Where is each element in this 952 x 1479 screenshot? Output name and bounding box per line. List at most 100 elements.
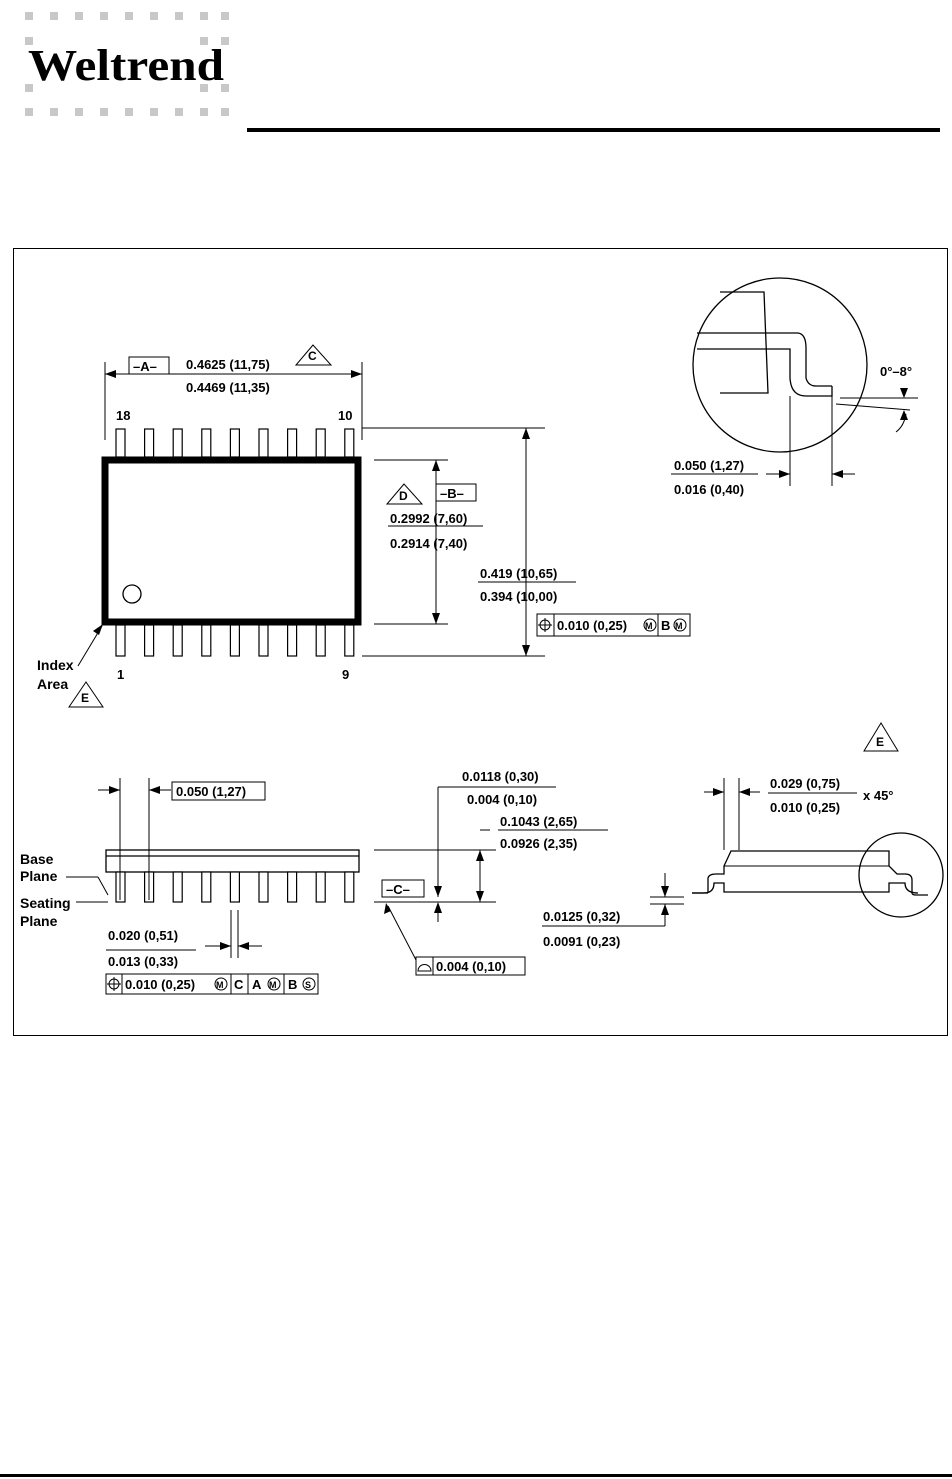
- lead-side: [201, 871, 212, 903]
- side-view: 0.050 (1,27) Base Plane Seating Plane 0.…: [20, 769, 608, 995]
- foot-length-max: 0.050 (1,27): [674, 458, 744, 473]
- datum-c-label: –C–: [386, 882, 410, 897]
- profile-symbol-icon: [417, 964, 432, 972]
- lead-pitch-box: [171, 781, 266, 801]
- position-tolerance-bottom-datum-c: C: [234, 977, 244, 992]
- side-lead-row: [115, 871, 355, 903]
- lead-thickness-min: 0.0091 (0,23): [543, 934, 620, 949]
- mmc-symbol-glyph: M: [675, 621, 683, 631]
- lead-bottom: [287, 624, 298, 657]
- note-e-label: E: [81, 691, 89, 705]
- arrow-down-icon: [522, 645, 530, 656]
- arrow-right-icon: [779, 470, 790, 478]
- chamfer-min: 0.010 (0,25): [770, 800, 840, 815]
- index-area-label-line1: Index: [37, 657, 74, 673]
- arrow-left-icon: [238, 942, 249, 950]
- arrow-up-icon: [432, 460, 440, 471]
- position-tolerance-bottom-datum-b: B: [288, 977, 297, 992]
- arrow-right-icon: [351, 370, 362, 378]
- mmc-symbol-icon: [267, 977, 281, 991]
- bottom-lead-row: [115, 624, 355, 657]
- position-tolerance-frame-bottom: [105, 973, 319, 995]
- height-max: 0.1043 (2,65): [500, 814, 577, 829]
- body-length-min: 0.4469 (11,35): [186, 380, 270, 395]
- body-width-min: 0.2914 (7,40): [390, 536, 467, 551]
- height-min: 0.0926 (2,35): [500, 836, 577, 851]
- pin-label-18: 18: [116, 408, 130, 423]
- position-tolerance-bottom-datum-a: A: [252, 977, 262, 992]
- index-area-label-line2: Area: [37, 676, 68, 692]
- arrow-icon: [93, 624, 103, 635]
- lead-width-min: 0.013 (0,33): [108, 954, 178, 969]
- pin-label-9: 9: [342, 667, 349, 682]
- mmc-symbol-icon: [673, 618, 687, 632]
- chamfer-angle: x 45°: [863, 788, 894, 803]
- lead-bottom: [144, 624, 155, 657]
- chamfer-max: 0.029 (0,75): [770, 776, 840, 791]
- pin1-index-dot: [122, 584, 142, 604]
- lead-top: [344, 428, 355, 458]
- package-body-top: [101, 456, 362, 626]
- mmc-symbol-glyph: M: [645, 621, 653, 631]
- detail-circle: [692, 277, 868, 453]
- arrow-down-icon: [900, 388, 908, 398]
- mmc-symbol-icon: [643, 618, 657, 632]
- lead-bottom: [229, 624, 240, 657]
- arrow-down-icon: [434, 886, 442, 897]
- lead-top: [172, 428, 183, 458]
- angle-line: [835, 403, 911, 411]
- lead-bottom: [172, 624, 183, 657]
- arrow-up-icon: [900, 410, 908, 420]
- lead-top: [201, 428, 212, 458]
- lead-top: [115, 428, 126, 458]
- datum-c-box: [381, 879, 425, 898]
- lead-bottom: [258, 624, 269, 657]
- lead-top: [315, 428, 326, 458]
- arrow-icon: [384, 903, 391, 914]
- arrow-left-icon: [105, 370, 116, 378]
- note-c-triangle-icon: [294, 344, 333, 366]
- overall-width-max: 0.419 (10,65): [480, 566, 557, 581]
- standoff-min: 0.004 (0,10): [467, 792, 537, 807]
- arrow-left-icon: [832, 470, 843, 478]
- end-view-outline-bottom: [692, 882, 919, 894]
- flatness-leader: [387, 905, 417, 961]
- arrow-left-icon: [739, 788, 750, 796]
- lead-top: [229, 428, 240, 458]
- lead-side: [258, 871, 269, 903]
- page-header: Weltrend: [0, 0, 952, 150]
- note-e-label: E: [876, 735, 884, 749]
- detail-lead-bottom: [697, 348, 833, 397]
- overall-width-min: 0.394 (10,00): [480, 589, 557, 604]
- arrow-down-icon: [432, 613, 440, 624]
- detail-callout-circle: [858, 832, 944, 918]
- lead-bottom: [315, 624, 326, 657]
- package-body-side: [105, 849, 360, 873]
- package-drawing-frame: [13, 248, 948, 1036]
- note-e-triangle-icon: [68, 681, 104, 708]
- rfs-symbol-glyph: S: [305, 980, 311, 990]
- position-tolerance-bottom-value: 0.010 (0,25): [125, 977, 195, 992]
- lead-side: [315, 871, 326, 903]
- base-plane-label-line2: Plane: [20, 868, 58, 884]
- rfs-symbol-icon: [302, 977, 316, 991]
- lead-top: [144, 428, 155, 458]
- lead-side: [287, 871, 298, 903]
- datum-a-label: –A–: [133, 359, 157, 374]
- lead-side: [344, 871, 355, 903]
- pin-label-1: 1: [117, 667, 124, 682]
- lead-thickness-max: 0.0125 (0,32): [543, 909, 620, 924]
- position-tolerance-top-datum: B: [661, 618, 670, 633]
- foot-detail-view: 0.050 (1,27) 0.016 (0,40) 0°–8°: [671, 277, 918, 497]
- foot-angle-label: 0°–8°: [880, 364, 912, 379]
- top-view: 18 10 1 9 –A– 0.4625 (11,75) 0.4469 (11,…: [37, 344, 691, 708]
- arrow-up-icon: [476, 850, 484, 861]
- pin-label-10: 10: [338, 408, 352, 423]
- base-plane-leader-bend: [97, 876, 109, 896]
- weltrend-logo: Weltrend: [25, 12, 229, 116]
- package-outline-drawing: 18 10 1 9 –A– 0.4625 (11,75) 0.4469 (11,…: [20, 277, 944, 995]
- end-view-outline-top: [707, 850, 928, 896]
- datum-b-label: –B–: [440, 486, 464, 501]
- datum-b-box: [435, 483, 477, 502]
- note-d-triangle-icon: [385, 483, 424, 505]
